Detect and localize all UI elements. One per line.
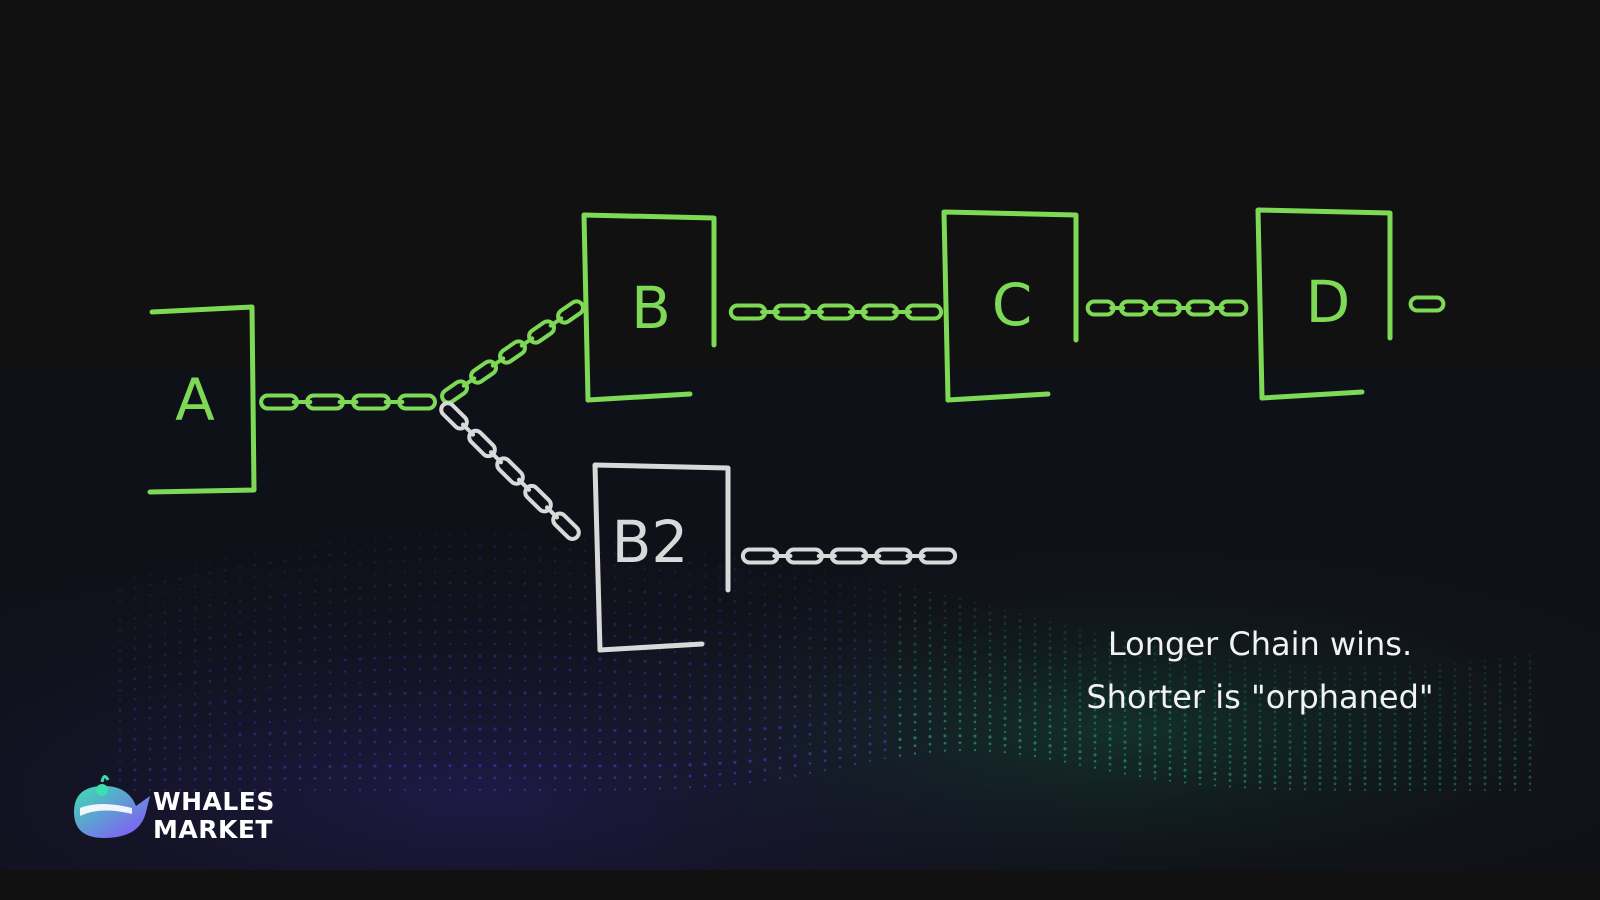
block-b2-outline	[592, 462, 731, 653]
block-b-label: B	[631, 274, 671, 342]
dotted-wave-pattern	[118, 533, 1532, 792]
block-d: D	[1255, 207, 1393, 401]
block-a: A	[147, 304, 257, 495]
block-c: C	[941, 209, 1079, 403]
block-b2-label: B2	[612, 508, 689, 576]
chain-link-icon	[397, 393, 438, 411]
chain-links	[259, 295, 1446, 565]
caption-line-2: Shorter is "orphaned"	[1086, 678, 1433, 716]
chain-link-icon	[904, 303, 944, 321]
chain-link-icon	[551, 511, 581, 541]
chain-link-icon	[728, 303, 768, 321]
logo-line-1: WHALES	[153, 787, 275, 816]
block-b-outline	[581, 212, 717, 403]
chain-link-icon	[918, 547, 958, 565]
chain-d-out	[1408, 295, 1446, 313]
chain-link-icon	[816, 303, 856, 321]
block-d-label: D	[1306, 268, 1351, 336]
caption-line-1: Longer Chain wins.	[1108, 625, 1412, 663]
chain-link-icon	[1218, 299, 1249, 317]
block-b2: B2	[592, 462, 731, 653]
block-c-label: C	[992, 271, 1033, 339]
block-a-bracket	[147, 304, 257, 495]
block-d-outline	[1255, 207, 1393, 401]
logo-line-2: MARKET	[153, 815, 273, 844]
glow-green	[0, 370, 1600, 870]
chain-a-to-fork	[259, 393, 438, 411]
chain-fork-to-b	[440, 299, 586, 405]
chain-fork-to-b2	[439, 401, 581, 541]
block-c-outline	[941, 209, 1079, 403]
caption: Longer Chain wins. Shorter is "orphaned"	[1086, 625, 1433, 716]
block-b: B	[581, 212, 717, 403]
chain-link-icon	[860, 303, 900, 321]
chain-link-icon	[772, 303, 812, 321]
chain-b2-out	[740, 547, 958, 565]
chain-link-icon	[556, 299, 586, 325]
whales-market-logo: WHALES MARKET	[74, 775, 275, 844]
chain-link-icon	[1408, 295, 1446, 313]
whale-logo-icon	[74, 775, 150, 838]
block-a-label: A	[175, 366, 215, 434]
chain-c-to-d	[1085, 299, 1249, 317]
chain-b-to-c	[728, 303, 944, 321]
